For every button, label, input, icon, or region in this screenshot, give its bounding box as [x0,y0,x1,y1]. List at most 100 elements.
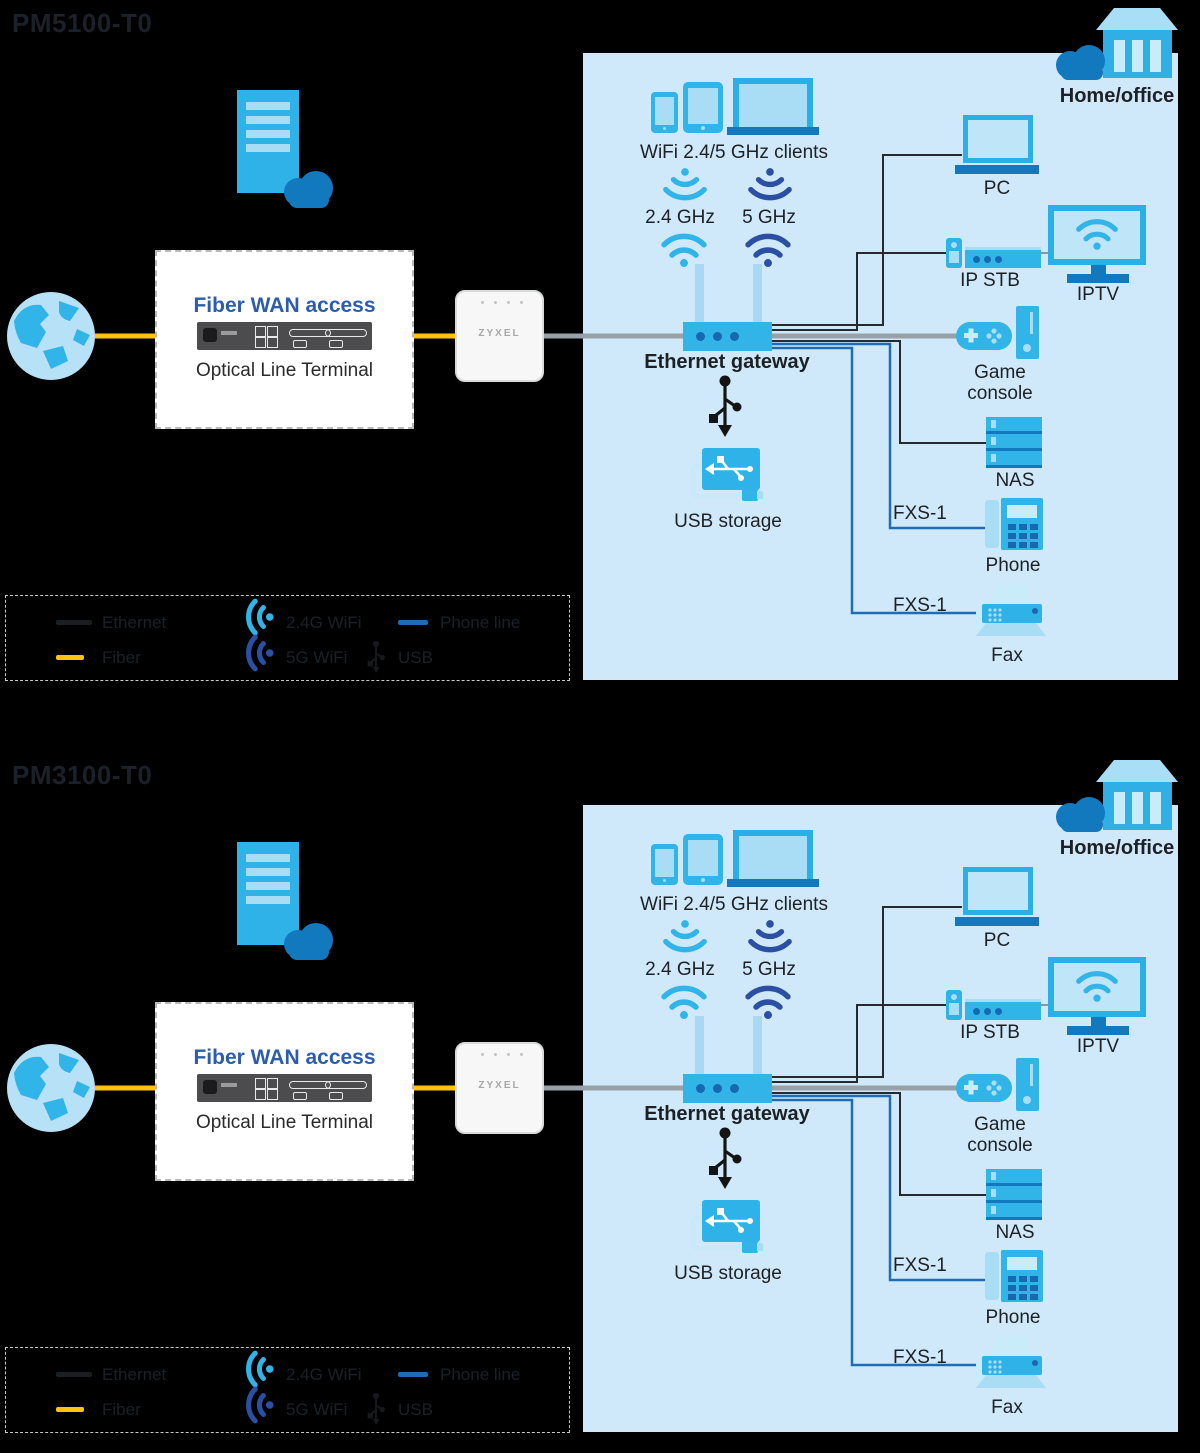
tv-wifi-icon [1076,971,1118,1002]
ont-led [481,301,484,304]
nas-label: NAS [995,470,1035,491]
fiber-wan-access-box: Fiber WAN access Optical Line Terminal [155,250,414,429]
home-cloud-icon [1056,45,1105,80]
usb-storage-icon [690,448,763,501]
olt-logo-text [221,1083,237,1087]
legend-wifi5-label: 5G WiFi [286,1400,348,1419]
nas-icon [986,1169,1042,1221]
legend-usb-label: USB [398,648,433,667]
olt-slot [325,329,367,337]
legend-wifi5-label: 5G WiFi [286,648,348,667]
nas-drive [986,1203,1042,1220]
stb-led [973,1008,980,1015]
server-stripe [246,102,290,110]
diagram-section: PM3100-T0 Fiber WAN access [0,752,1200,1452]
tablet-button [701,126,705,130]
zyxel-ont-device: ZYXEL [455,1042,544,1134]
model-title: PM5100-T0 [12,8,153,38]
gateway-led [713,332,722,341]
ethernet-gateway-icon [683,322,772,351]
console-button [1023,344,1031,352]
olt-port-square [267,326,278,337]
internet-globe-icon [7,1044,95,1132]
legend-fiber-label: Fiber [102,648,141,667]
tablet-button [701,878,705,882]
fxs-phone-label: FXS-1 [893,503,947,524]
stb-led [984,1008,991,1015]
gateway-led [730,332,739,341]
band-5ghz-label: 5 GHz [742,959,796,980]
internet-globe-icon [7,292,95,380]
remote-keys [949,1003,959,1015]
game-console-label: Game console [967,362,1033,404]
fax-icon [976,1336,1046,1388]
nas-line [771,1092,988,1196]
server-stripe [246,130,290,138]
olt-slot [289,1081,331,1089]
set-top-box-icon [965,999,1041,1020]
legend-usb-label: USB [398,1400,433,1419]
nas-line [771,340,988,444]
fax-fxs-line [771,1098,978,1367]
usb-connector-icon [709,375,742,437]
gateway-led [696,332,705,341]
fxs-fax-label: FXS-1 [893,1347,947,1368]
olt-port-square [267,1078,278,1089]
game-console-label: Game console [967,1114,1033,1156]
stb-line [771,252,946,331]
model-title: PM3100-T0 [12,760,153,790]
home-network-panel [583,805,1178,1432]
pc-laptop-base [955,165,1039,174]
building-window [1150,792,1161,824]
home-office-label: Home/office [1059,837,1175,859]
tablet-screen [688,840,718,876]
fiber-wan-access-box: Fiber WAN access Optical Line Terminal [155,1002,414,1181]
wifi-5g-legend-icon [244,1386,274,1424]
diagram-section: PM5100-T0 Fiber WAN access [0,0,1200,700]
legend-box: Ethernet 2.4G WiFi Phone line Fiber 5G W… [5,595,570,681]
fax-label: Fax [991,645,1023,666]
fiber-line-swatch [56,655,84,660]
building-window [1132,40,1143,72]
usb-storage-label: USB storage [674,511,782,532]
tablet-icon [683,834,723,885]
server-stripe [246,882,290,890]
fiber-wan-access-title: Fiber WAN access [193,294,376,317]
iptv-tv-icon [1048,205,1146,265]
legend-phoneline-label: Phone line [440,613,521,632]
legend-ethernet-label: Ethernet [102,1365,167,1384]
gamepad-icon [956,1074,1012,1102]
phone-label: Phone [985,555,1041,576]
ont-led [494,301,497,304]
home-cloud-icon [1056,797,1105,832]
console-slot [1030,312,1033,334]
olt-port-square [255,1078,266,1089]
gateway-antenna [695,1016,704,1076]
nas-drive [986,1186,1042,1203]
olt-device-icon [197,1074,372,1102]
stb-led [995,1008,1002,1015]
pc-line [771,906,962,1078]
optical-line-terminal-label: Optical Line Terminal [195,1112,374,1133]
stb-led [995,256,1002,263]
gateway-led [730,1084,739,1093]
usb-connector-icon [709,1127,742,1189]
remote-keys [949,251,959,263]
tv-stand-base [1067,1026,1129,1035]
wifi-clients-label: WiFi 2.4/5 GHz clients [640,894,828,915]
remote-control-icon [946,990,962,1020]
pc-label: PC [983,178,1011,199]
legend-ethernet-label: Ethernet [102,613,167,632]
fax-icon [976,584,1046,636]
olt-connector [329,1092,343,1100]
server-stripe [246,116,290,124]
ethernet-gateway-icon [683,1074,772,1103]
gateway-antenna [753,1016,762,1076]
cloud-icon [284,923,333,960]
pc-label: PC [983,930,1011,951]
band-5ghz-label: 5 GHz [742,207,796,228]
legend-wifi24-label: 2.4G WiFi [286,613,362,632]
pc-laptop-base [955,917,1039,926]
tv-stand-neck [1091,1017,1106,1027]
remote-button [951,242,957,248]
